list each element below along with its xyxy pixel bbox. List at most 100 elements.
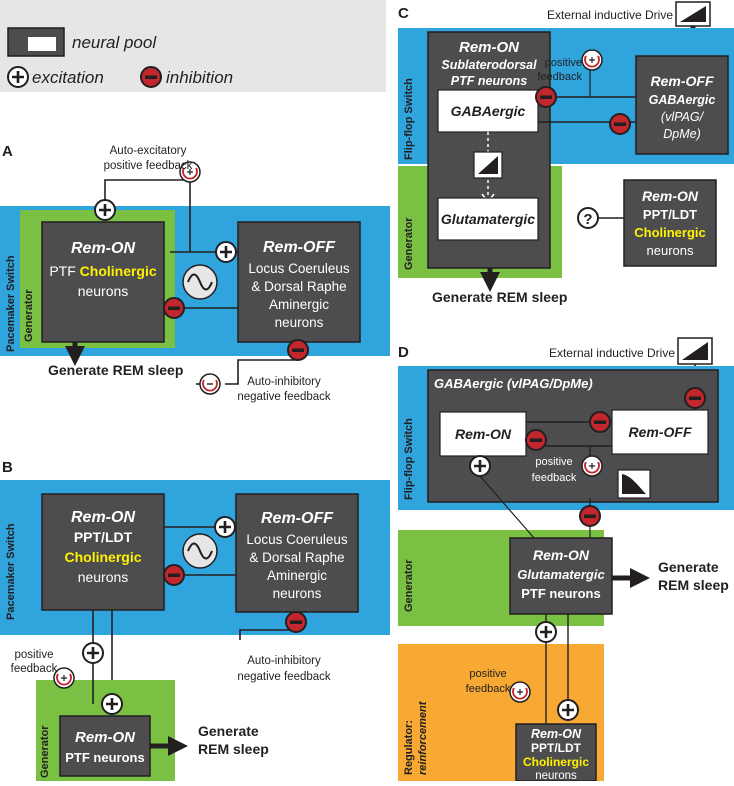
panel-a-excitation-sign-top <box>94 199 116 221</box>
panel-d-letter: D <box>398 344 409 361</box>
panel-b-out-1: Generate <box>198 723 259 739</box>
panel-b-gen-l1: PTF neurons <box>65 750 144 765</box>
panel-a-generator-label: Generator <box>23 289 35 342</box>
panel-a: A Pacemaker Switch Generator Rem-ON PTF … <box>0 143 390 403</box>
panel-d-pos-fb-2: feedback <box>532 472 577 484</box>
panel-c-off-l1: GABAergic <box>649 93 716 107</box>
panel-a-letter: A <box>2 143 13 160</box>
panel-c-gaba: GABAergic <box>451 103 526 119</box>
panel-b-letter: B <box>2 459 13 476</box>
panel-c-chol-l2: Cholinergic <box>634 225 706 240</box>
panel-d-generator-label: Generator <box>403 559 415 612</box>
panel-d-excitation-sign-remon <box>469 455 491 477</box>
panel-b-rem-on-l1: PPT/LDT <box>74 529 133 545</box>
panel-c-drive-icon <box>675 1 711 27</box>
panel-d-chol-l2: Cholinergic <box>523 755 589 769</box>
panel-c-inhibition-sign-bottom <box>609 113 631 135</box>
panel-a-rem-off-l3: Aminergic <box>269 297 329 312</box>
panel-a-inhibition-sign-bottom <box>287 339 309 361</box>
panel-b-gen-pool <box>59 715 151 777</box>
panel-b-gen-title: Rem-ON <box>75 729 136 746</box>
panel-d-inhibition-sign-upper <box>589 411 611 433</box>
panel-d-rem-off: Rem-OFF <box>629 424 692 440</box>
panel-c-pos-fb-2: feedback <box>537 71 582 83</box>
panel-a-output: Generate REM sleep <box>48 362 183 378</box>
panel-d-excitation-sign-lower <box>557 699 579 721</box>
panel-d-band-label: Flip-flop Switch <box>403 418 415 500</box>
panel-a-inhibition-sign-left <box>163 297 185 319</box>
panel-c-band-label: Flip-flop Switch <box>403 78 415 160</box>
panel-d-rem-on: Rem-ON <box>455 426 512 442</box>
panel-c-pos-fb-1: positive <box>545 57 582 69</box>
panel-d-pos-fb2-2: feedback <box>466 683 511 695</box>
panel-a-excitation-sign-right <box>215 241 237 263</box>
panel-a-auto-inh-2: negative feedback <box>237 391 331 403</box>
panel-d: D External inductive Drive Flip-flop Swi… <box>398 337 734 782</box>
panel-d-excitation-sign-upper <box>535 621 557 643</box>
panel-c-off-l3: DpMe) <box>663 127 701 141</box>
panel-b-band-label: Pacemaker Switch <box>5 523 17 620</box>
panel-b-inhibition-sign-bottom <box>285 611 307 633</box>
panel-c-glut: Glutamatergic <box>441 211 535 227</box>
panel-c-off-title: Rem-OFF <box>651 73 714 89</box>
panel-c-question-icon: ? <box>577 207 599 229</box>
legend: neural pool excitation inhibition <box>0 0 386 92</box>
panel-a-rem-on-pool <box>41 221 165 343</box>
panel-d-inhibition-sign-generator <box>579 505 601 527</box>
panel-b-oscillator-icon <box>182 533 218 569</box>
panel-c-output: Generate REM sleep <box>432 289 567 305</box>
panel-b-rem-on-title: Rem-ON <box>71 509 135 526</box>
panel-b-rem-on-l2: Cholinergic <box>64 549 141 565</box>
panel-d-rem-on-box <box>439 411 527 457</box>
panel-b-out-2: REM sleep <box>198 741 269 757</box>
panel-d-glut-pool <box>509 537 613 615</box>
panel-d-rem-off-box <box>611 409 709 455</box>
panel-a-auto-inh-1: Auto-inhibitory <box>247 376 321 388</box>
panel-b-excitation-sign-lower <box>101 693 123 715</box>
panel-c-rem-off-pool <box>635 55 729 155</box>
panel-a-negative-feedback-icon <box>199 373 221 395</box>
legend-excitation-label: excitation <box>32 68 104 87</box>
panel-b: B Pacemaker Switch Generator Rem-ON PPT/… <box>0 459 390 781</box>
panel-b-excitation-sign-top <box>214 516 236 538</box>
panel-d-glut-l1: Glutamatergic <box>517 567 605 582</box>
panel-d-out-2: REM sleep <box>658 577 729 593</box>
panel-c-chol-l3: neurons <box>647 243 694 258</box>
panel-d-glut-l2: PTF neurons <box>521 586 600 601</box>
panel-c-chol-l1: PPT/LDT <box>643 207 697 222</box>
panel-c-drive: External inductive Drive <box>547 8 673 22</box>
panel-d-chol-l3: neurons <box>535 770 577 781</box>
panel-b-auto-inh-2: negative feedback <box>237 671 331 683</box>
panel-d-inhibition-sign-drive <box>684 387 706 409</box>
panel-d-drive-icon <box>677 337 713 365</box>
panel-c-generator-label: Generator <box>403 217 415 270</box>
panel-b-excitation-sign-upper <box>82 642 104 664</box>
panel-b-rem-on-l3: neurons <box>78 569 129 585</box>
legend-excitation-icon <box>7 66 29 88</box>
panel-b-inhibition-sign-left <box>163 564 185 586</box>
panel-d-glut-title: Rem-ON <box>533 547 590 563</box>
panel-a-auto-exc-1: Auto-excitatory <box>110 145 187 157</box>
panel-d-reg-1: Regulator: <box>403 720 415 775</box>
panel-a-rem-off-l2: & Dorsal Raphe <box>251 279 346 294</box>
legend-inhibition-icon <box>140 66 162 88</box>
panel-b-positive-feedback-icon <box>53 667 75 689</box>
panel-b-pos-fb-1: positive <box>15 649 54 661</box>
panel-a-rem-on-l2: neurons <box>78 283 129 299</box>
panel-a-positive-feedback-icon <box>179 161 201 183</box>
panel-a-rem-on-l1: PTF <box>49 263 75 279</box>
panel-a-rem-on-title: Rem-ON <box>71 240 135 257</box>
panel-a-band-label: Pacemaker Switch <box>5 255 17 352</box>
panel-c-letter: C <box>398 5 409 22</box>
panel-b-rem-off-l3: Aminergic <box>267 568 327 583</box>
panel-d-reg-2: reinforcement <box>417 700 429 775</box>
panel-d-pos-fb-1: positive <box>535 456 572 468</box>
panel-c: C External inductive Drive Flip-flop Swi… <box>398 1 734 305</box>
panel-d-pos-fb2-1: positive <box>469 668 506 680</box>
panel-d-chol-l1: PPT/LDT <box>531 741 582 755</box>
panel-c-big-title: Rem-ON <box>459 39 520 56</box>
panel-b-pos-fb-2: feedback <box>11 663 58 675</box>
legend-pool-label: neural pool <box>72 33 157 52</box>
panel-b-rem-off-pool <box>235 493 359 613</box>
